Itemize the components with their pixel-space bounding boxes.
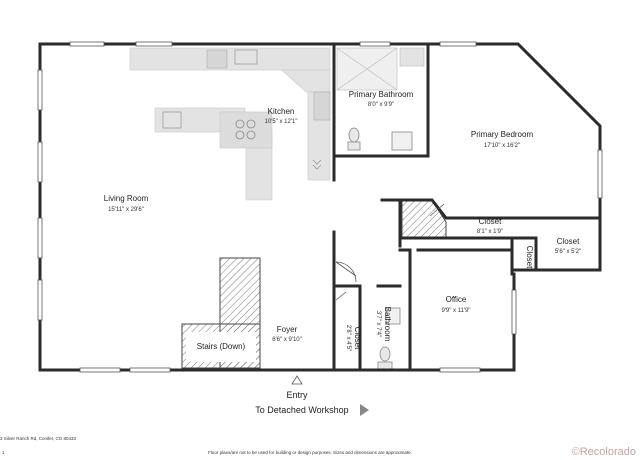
shower-icon — [336, 47, 398, 91]
toilet-icon — [347, 127, 361, 151]
primary-bedroom-label: Primary Bedroom — [471, 130, 534, 139]
closet-right-dims: 5'6" x 5'2" — [555, 249, 581, 255]
office-dims: 9'9" x 11'9" — [441, 308, 470, 314]
foyer-dims: 6'6" x 9'10" — [272, 337, 302, 343]
dishwasher-icon — [206, 49, 228, 69]
windows — [37, 41, 603, 373]
bathroom-dims: 3'7" x 7'4" — [375, 311, 381, 337]
kitchen-fixtures — [129, 47, 331, 201]
closet-hatch — [401, 199, 447, 239]
sink-icon — [162, 49, 258, 129]
closet-upper-dims: 8'1" x 1'9" — [477, 229, 503, 235]
closet-small-label: Closet — [353, 327, 362, 350]
living-room-dims: 15'11" x 29'6" — [108, 207, 144, 213]
closet-upper-label: Closet — [479, 217, 502, 226]
disclaimer-text: Floor plans/are not to be used for build… — [208, 450, 412, 455]
entry-label: Entry — [286, 390, 308, 400]
stairs-label: Stairs (Down) — [197, 342, 246, 351]
closet-right-label: Closet — [557, 237, 580, 246]
address-text: 3 Silver Ranch Rd, Conifer, CO 80433 — [0, 436, 77, 441]
door-swings — [335, 203, 445, 301]
closet-narrow-label: Closet — [525, 246, 534, 269]
foyer-label: Foyer — [277, 325, 298, 334]
kitchen-label: Kitchen — [268, 107, 295, 116]
primary-bathroom-dims: 8'0" x 9'9" — [368, 102, 394, 108]
entry-arrow-icon — [291, 375, 303, 385]
play-arrow-icon — [360, 404, 369, 416]
page-number: 1 — [2, 450, 5, 455]
primary-bedroom-dims: 17'10" x 16'2" — [484, 143, 520, 149]
sink-icon — [385, 307, 401, 325]
refrigerator-icon — [313, 91, 331, 121]
closet-small-dims: 2'8" x 4'5" — [345, 325, 351, 351]
bathroom-label: Bathroom — [383, 307, 392, 342]
vanity-icon — [399, 47, 425, 67]
kitchen-dims: 10'5" x 12'1" — [265, 119, 298, 125]
stove-icon — [235, 119, 256, 140]
office-label: Office — [446, 295, 467, 304]
brand-logo: ©Recolorado — [572, 446, 636, 458]
workshop-label: To Detached Workshop — [255, 405, 348, 415]
stairs-landing — [186, 332, 256, 362]
toilet-icon — [377, 346, 393, 370]
living-room-label: Living Room — [104, 194, 149, 203]
fridge-vent-icon — [312, 159, 322, 170]
primary-bathroom-label: Primary Bathroom — [349, 90, 414, 99]
sink-icon — [391, 131, 413, 151]
